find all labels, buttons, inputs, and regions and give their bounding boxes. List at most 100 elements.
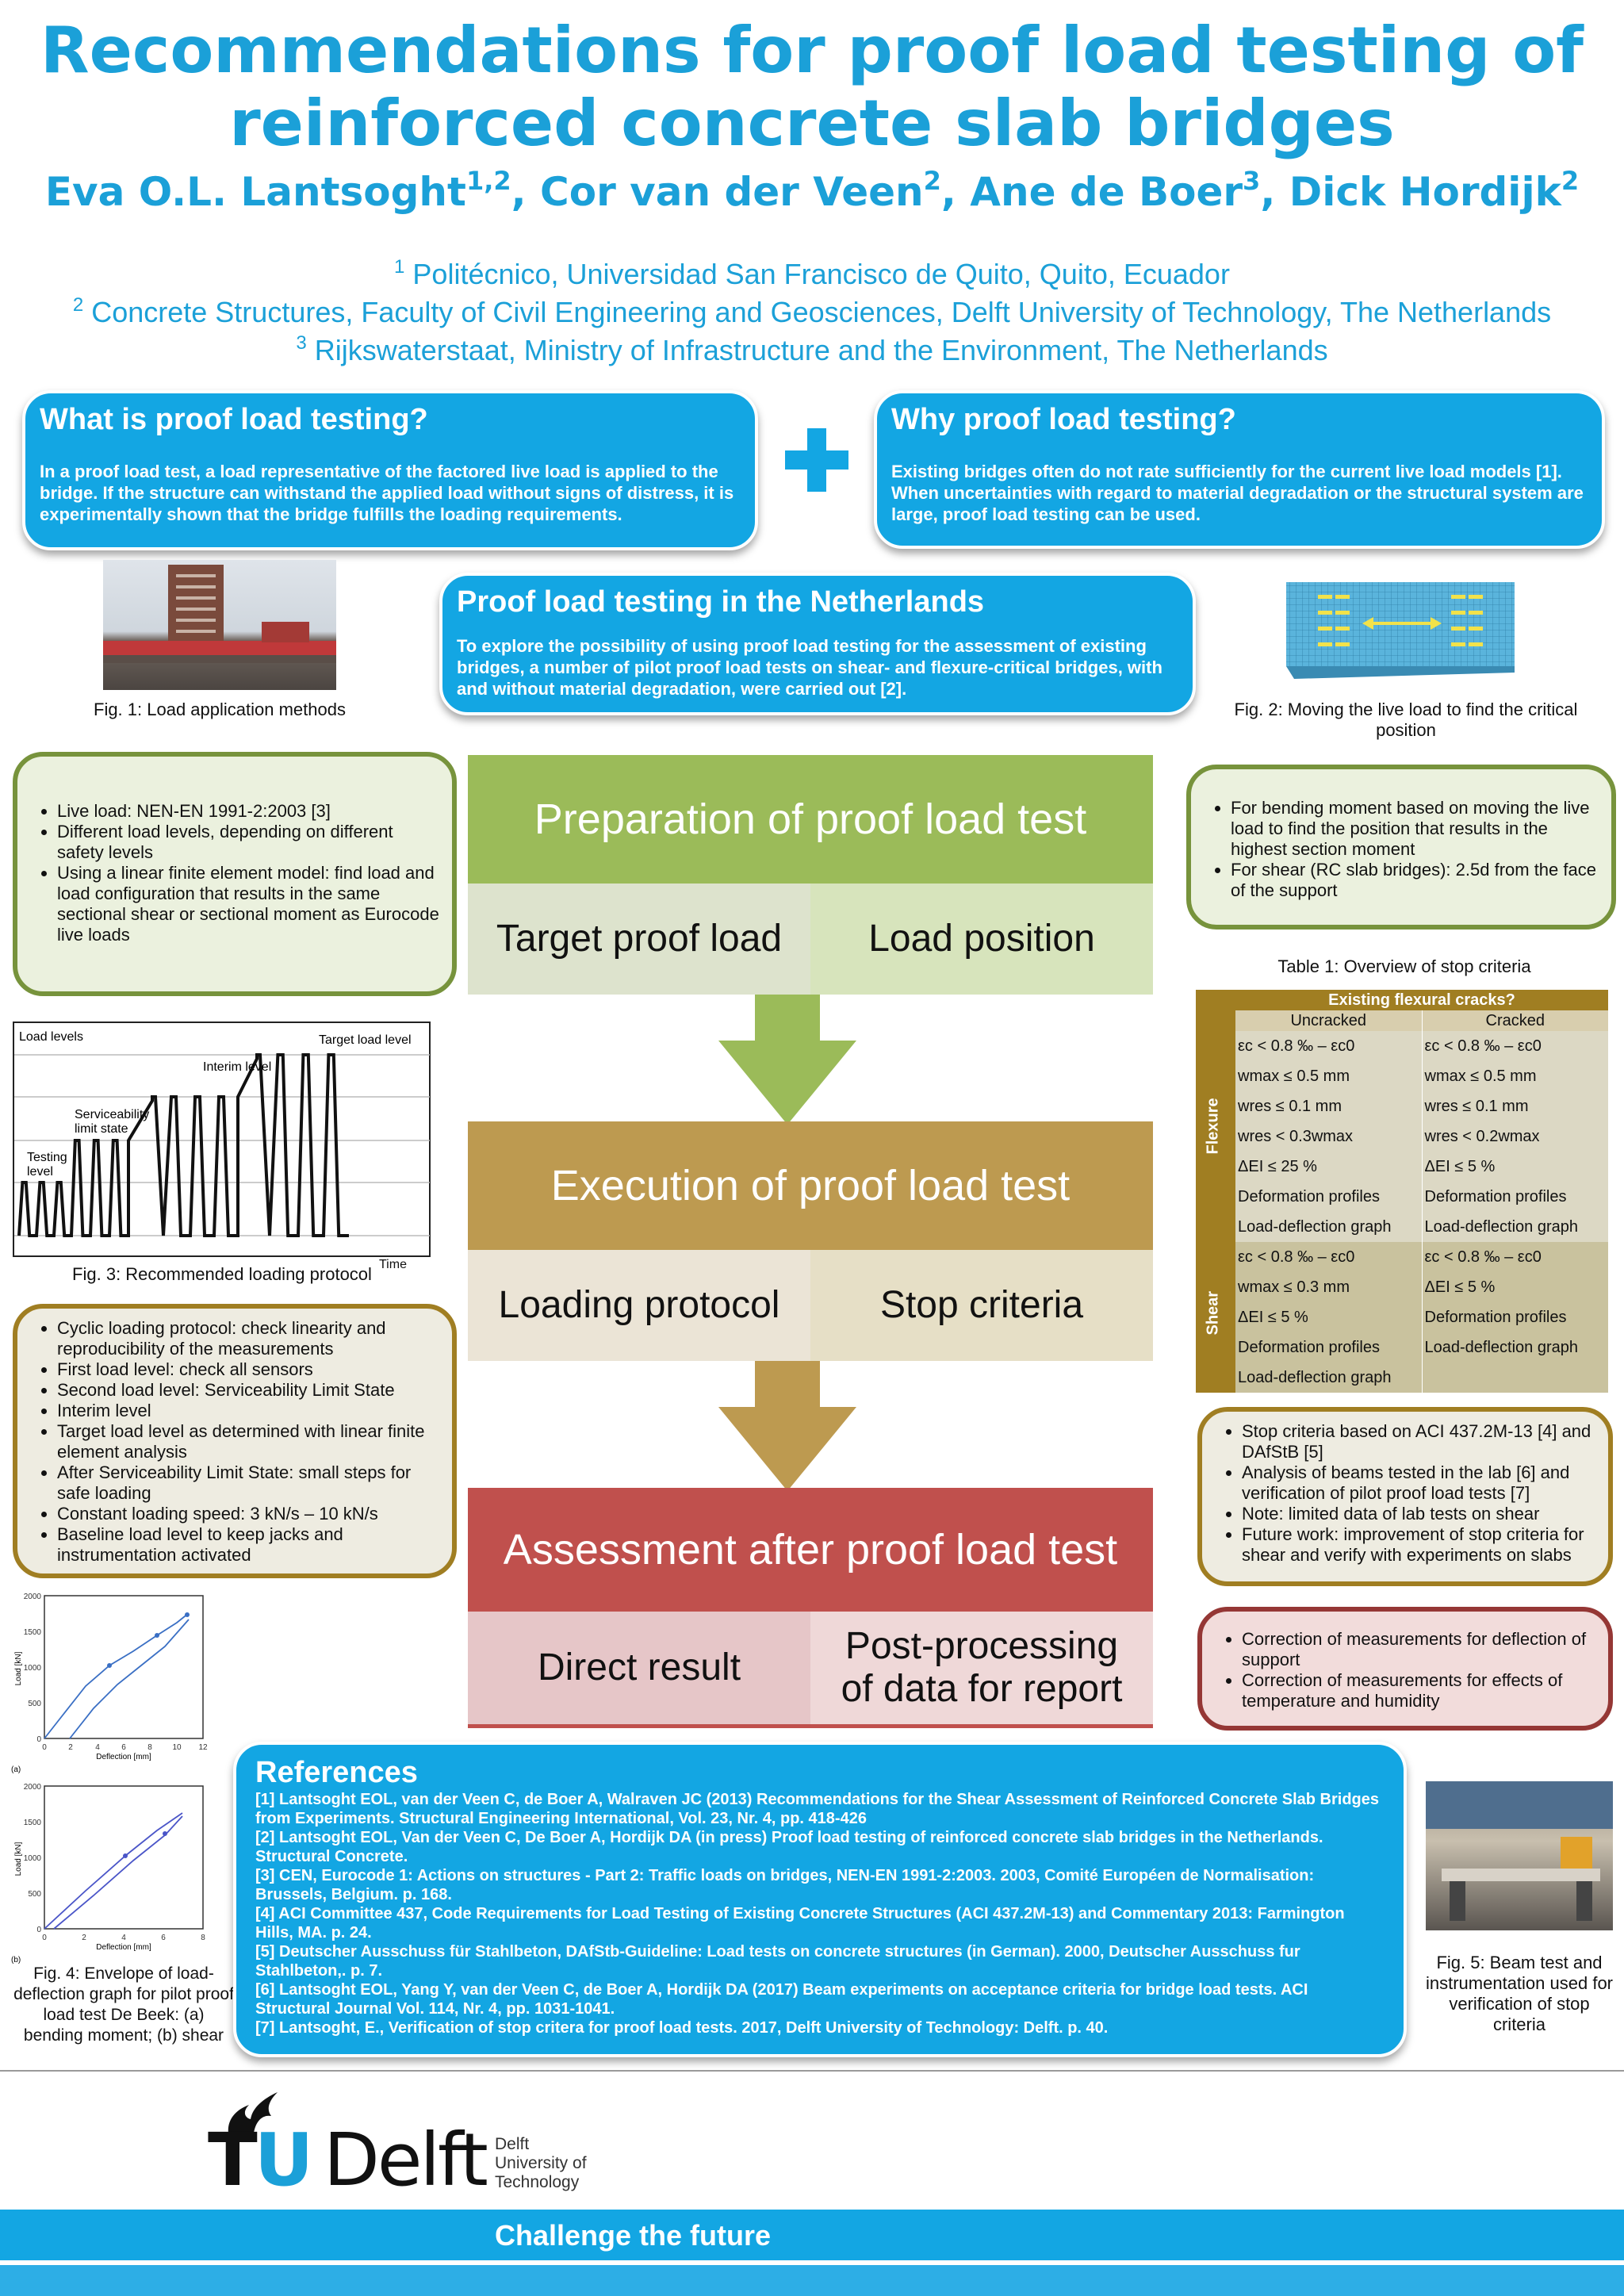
table-cell: εc < 0.8 ‰ – εc0 [1235, 1242, 1423, 1272]
svg-text:(b): (b) [11, 1956, 21, 1964]
post-processing-cell: Post-processing of data for report [810, 1612, 1153, 1724]
preparation-bullets-box: Live load: NEN-EN 1991-2:2003 [3] Differ… [13, 752, 457, 996]
svg-text:6: 6 [161, 1934, 166, 1942]
author: Cor van der Veen2, [540, 166, 971, 215]
svg-text:8: 8 [201, 1934, 205, 1942]
svg-text:1500: 1500 [24, 1819, 42, 1827]
table-cell: εc < 0.8 ‰ – εc0 [1424, 1248, 1542, 1266]
author-list: Eva O.L. Lantsoght1,2, Cor van der Veen2… [0, 168, 1624, 216]
target-proof-load-cell: Target proof load [468, 884, 810, 995]
stop-criteria-table: Existing flexural cracks? Uncracked Crac… [1196, 990, 1608, 1393]
loading-protocol-figure: Load levels Target load level Interim le… [13, 1022, 431, 1258]
poster-title: Recommendations for proof load testing o… [0, 14, 1624, 160]
svg-text:0: 0 [36, 1926, 41, 1934]
assessment-bullets-box: Correction of measurements for deflectio… [1197, 1607, 1613, 1731]
box-heading: Why proof load testing? [891, 403, 1236, 436]
fig3-label: Testing [27, 1151, 67, 1164]
table-cell: wres < 0.2wmax [1424, 1127, 1540, 1145]
table-cell: wres ≤ 0.1 mm [1424, 1097, 1529, 1115]
svg-text:0: 0 [42, 1743, 47, 1752]
affiliation: 1 Politécnico, Universidad San Francisco… [394, 256, 1230, 291]
box-heading: Proof load testing in the Netherlands [457, 585, 985, 619]
box-body: To explore the possibility of using proo… [457, 636, 1162, 699]
bullet-item: For bending moment based on moving the l… [1231, 798, 1600, 860]
references-box: References [1] Lantsoght EOL, van der Ve… [233, 1742, 1407, 2057]
svg-text:500: 500 [28, 1890, 41, 1899]
fig3-caption: Fig. 3: Recommended loading protocol [72, 1264, 372, 1284]
author: Dick Hordijk2 [1289, 166, 1580, 215]
bullet-item: Future work: improvement of stop criteri… [1242, 1524, 1597, 1566]
table-cell: wmax ≤ 0.5 mm [1424, 1067, 1537, 1085]
footer-bar: Challenge the future [0, 2210, 1624, 2260]
reference-item: [7] Lantsoght, E., Verification of stop … [255, 2019, 1109, 2037]
bullet-item: Target load level as determined with lin… [57, 1421, 439, 1462]
what-is-proof-load-testing-box: What is proof load testing? In a proof l… [22, 390, 758, 550]
beam-test-photo [1426, 1781, 1613, 1930]
footer-divider [0, 2070, 1624, 2072]
svg-text:12: 12 [198, 1743, 208, 1752]
table-cell: Load-deflection graph [1424, 1338, 1578, 1356]
reference-item: [6] Lantsoght EOL, Yang Y, van der Veen … [255, 1981, 1308, 2018]
bullet-item: Cyclic loading protocol: check linearity… [57, 1318, 439, 1359]
table-cell: ΔEI ≤ 5 % [1424, 1278, 1496, 1296]
svg-text:4: 4 [121, 1934, 126, 1942]
fig3-label: Load levels [19, 1030, 83, 1044]
table-cell: Deformation profiles [1235, 1332, 1423, 1363]
bullet-item: For shear (RC slab bridges): 2.5d from t… [1231, 860, 1600, 901]
logo-delft: Delft [324, 2118, 488, 2202]
table-cell: εc < 0.8 ‰ – εc0 [1424, 1037, 1542, 1055]
fig3-label: level [27, 1165, 53, 1179]
svg-text:1000: 1000 [24, 1664, 42, 1673]
fig1-caption: Fig. 1: Load application methods [94, 700, 346, 719]
bullet-item: Using a linear finite element model: fin… [57, 863, 439, 945]
stop-criteria-bullets-box: Stop criteria based on ACI 437.2M-13 [4]… [1197, 1407, 1613, 1586]
loading-protocol-cell: Loading protocol [468, 1250, 810, 1361]
table1-caption: Table 1: Overview of stop criteria [1277, 956, 1531, 976]
svg-text:4: 4 [95, 1743, 100, 1752]
svg-text:6: 6 [121, 1743, 126, 1752]
fe-model-image [1283, 579, 1518, 680]
table-cell: ΔEI ≤ 5 % [1235, 1302, 1423, 1332]
bullet-item: Correction of measurements for deflectio… [1242, 1629, 1597, 1670]
table-header: Existing flexural cracks? [1328, 991, 1515, 1009]
reference-item: [5] Deutscher Ausschuss für Stahlbeton, … [255, 1943, 1300, 1980]
logo-tu: TU [208, 2118, 313, 2202]
author: Eva O.L. Lantsoght1,2, [44, 166, 541, 215]
svg-text:10: 10 [172, 1743, 182, 1752]
table-cell: ΔEI ≤ 5 % [1424, 1157, 1496, 1175]
fig2-caption: Fig. 2: Moving the live load to find the… [1234, 700, 1578, 740]
bullet-item: Stop criteria based on ACI 437.2M-13 [4]… [1242, 1421, 1597, 1462]
why-proof-load-testing-box: Why proof load testing? Existing bridges… [874, 390, 1605, 549]
fig3-label: Serviceability [75, 1108, 149, 1121]
svg-text:Deflection [mm]: Deflection [mm] [96, 1753, 151, 1761]
fig4-caption: Fig. 4: Envelope of load-deflection grap… [13, 1964, 234, 2045]
down-arrow-icon [718, 995, 856, 1125]
column-header: Uncracked [1235, 1010, 1423, 1031]
table-cell: Deformation profiles [1424, 1308, 1567, 1326]
fig3-label: Interim level [203, 1060, 271, 1074]
svg-text:1500: 1500 [24, 1628, 42, 1637]
execution-heading: Execution of proof load test [468, 1121, 1153, 1250]
svg-text:1000: 1000 [24, 1854, 42, 1863]
assessment-heading: Assessment after proof load test [468, 1488, 1153, 1612]
affiliations: 1 Politécnico, Universidad San Francisco… [0, 255, 1624, 370]
flame-icon [228, 2092, 278, 2133]
fig3-time-label: Time [379, 1258, 407, 1271]
table-cell: wmax ≤ 0.5 mm [1235, 1061, 1423, 1091]
load-deflection-chart-b: 0 500 1000 1500 2000 0 2 4 6 8 Deflectio… [6, 1780, 209, 1967]
affiliation: 3 Rijkswaterstaat, Ministry of Infrastru… [296, 332, 1328, 367]
load-position-cell: Load position [810, 884, 1153, 995]
down-arrow-icon [718, 1361, 856, 1491]
svg-text:(a): (a) [11, 1765, 21, 1774]
direct-result-cell: Direct result [468, 1612, 810, 1724]
svg-text:2000: 2000 [24, 1783, 42, 1792]
table-cell: Deformation profiles [1235, 1182, 1423, 1212]
table-cell: εc < 0.8 ‰ – εc0 [1235, 1031, 1423, 1061]
affiliation: 2 Concrete Structures, Faculty of Civil … [72, 294, 1552, 329]
title-line-1: Recommendations for proof load testing o… [40, 13, 1584, 87]
table-cell [1422, 1363, 1608, 1393]
reference-item: [2] Lantsoght EOL, Van der Veen C, De Bo… [255, 1829, 1323, 1865]
bullet-item: Note: limited data of lab tests on shear [1242, 1504, 1597, 1524]
stop-criteria-cell: Stop criteria [810, 1250, 1153, 1361]
